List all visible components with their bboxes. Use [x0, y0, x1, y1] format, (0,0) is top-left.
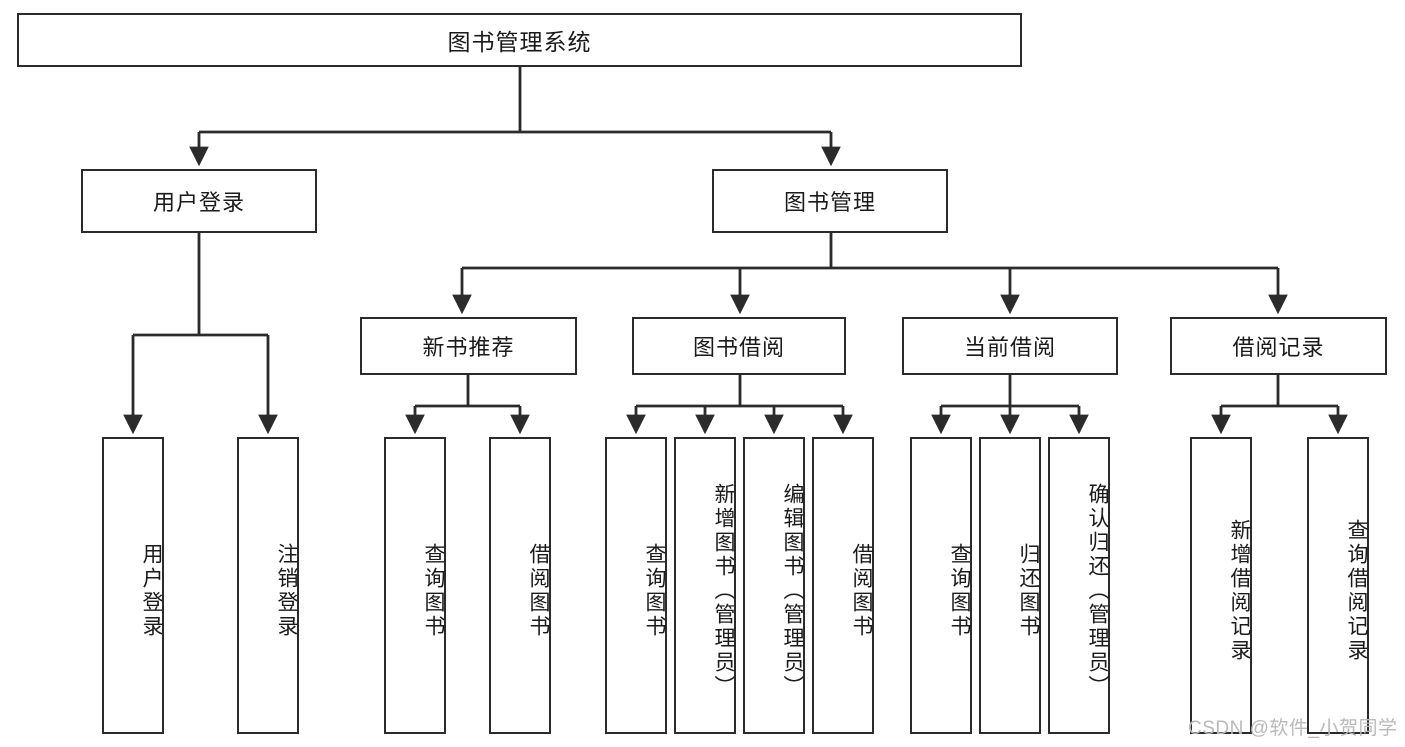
- node-current-borrow[interactable]: 当前借阅: [902, 317, 1118, 375]
- node-leaf-return-book[interactable]: 归还图书: [979, 437, 1041, 734]
- node-leaf-query-book-recommend[interactable]: 查询图书: [384, 437, 446, 734]
- node-book-borrow[interactable]: 图书借阅: [632, 317, 846, 375]
- node-leaf-edit-book-admin[interactable]: 编辑图书（管理员）: [743, 437, 805, 734]
- node-leaf-query-book-current[interactable]: 查询图书: [910, 437, 972, 734]
- node-leaf-add-book-admin[interactable]: 新增图书（管理员）: [674, 437, 736, 734]
- node-user-login[interactable]: 用户登录: [81, 169, 317, 233]
- node-leaf-add-borrow-record[interactable]: 新增借阅记录: [1190, 437, 1252, 734]
- node-leaf-user-login[interactable]: 用户登录: [102, 437, 164, 734]
- node-borrow-record[interactable]: 借阅记录: [1170, 317, 1387, 375]
- node-leaf-borrow-book-recommend[interactable]: 借阅图书: [489, 437, 551, 734]
- watermark-text: CSDN @软件_小贺同学: [1188, 718, 1398, 739]
- node-leaf-borrow-book-borrow[interactable]: 借阅图书: [812, 437, 874, 734]
- node-new-book-recommend[interactable]: 新书推荐: [360, 317, 577, 375]
- node-leaf-logout-login[interactable]: 注销登录: [237, 437, 299, 734]
- node-leaf-confirm-return-admin[interactable]: 确认归还（管理员）: [1048, 437, 1110, 734]
- node-leaf-query-borrow-record[interactable]: 查询借阅记录: [1307, 437, 1369, 734]
- node-root-system[interactable]: 图书管理系统: [17, 13, 1022, 67]
- node-book-management[interactable]: 图书管理: [712, 169, 948, 233]
- node-leaf-query-book-borrow[interactable]: 查询图书: [605, 437, 667, 734]
